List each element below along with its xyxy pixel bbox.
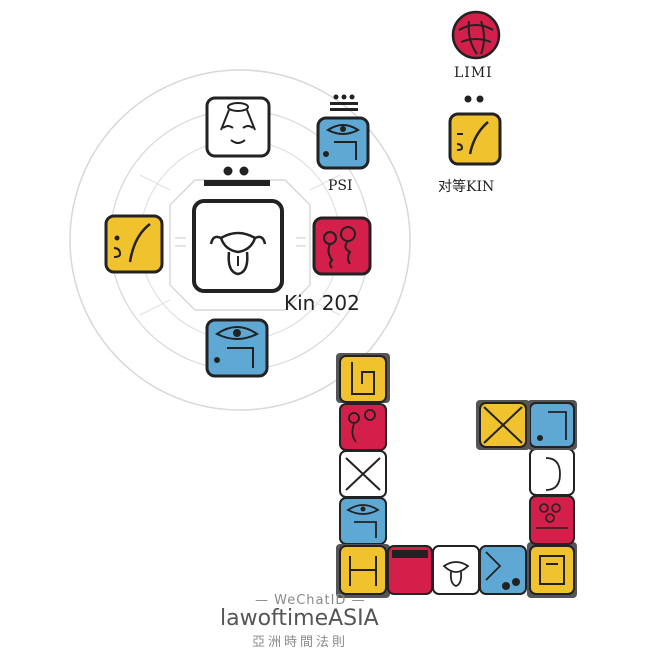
watermark-line-2: lawoftimeASIA — [220, 606, 379, 631]
tone-dots-bars — [204, 166, 270, 186]
limi-seal-icon — [451, 10, 501, 60]
psi-seal-icon — [316, 116, 370, 170]
watermark-line-3: 亞洲時間法則 — [252, 635, 349, 650]
guide-seal-icon — [205, 96, 271, 158]
left-seal-icon — [104, 214, 164, 274]
central-seal-icon — [191, 198, 285, 294]
limi-label: LIMI — [454, 65, 493, 81]
psi-label: PSI — [328, 178, 353, 194]
kin-label: Kin 202 — [284, 291, 360, 315]
right-seal-icon — [312, 216, 372, 276]
bottom-seal-icon — [205, 318, 269, 378]
psi-bars — [330, 94, 358, 111]
antipode-label: 对等KIN — [438, 179, 495, 195]
watermark-line-1: — WeChatID — — [255, 593, 366, 608]
antipode-dots — [464, 95, 484, 103]
antipode-seal-icon — [448, 112, 502, 166]
